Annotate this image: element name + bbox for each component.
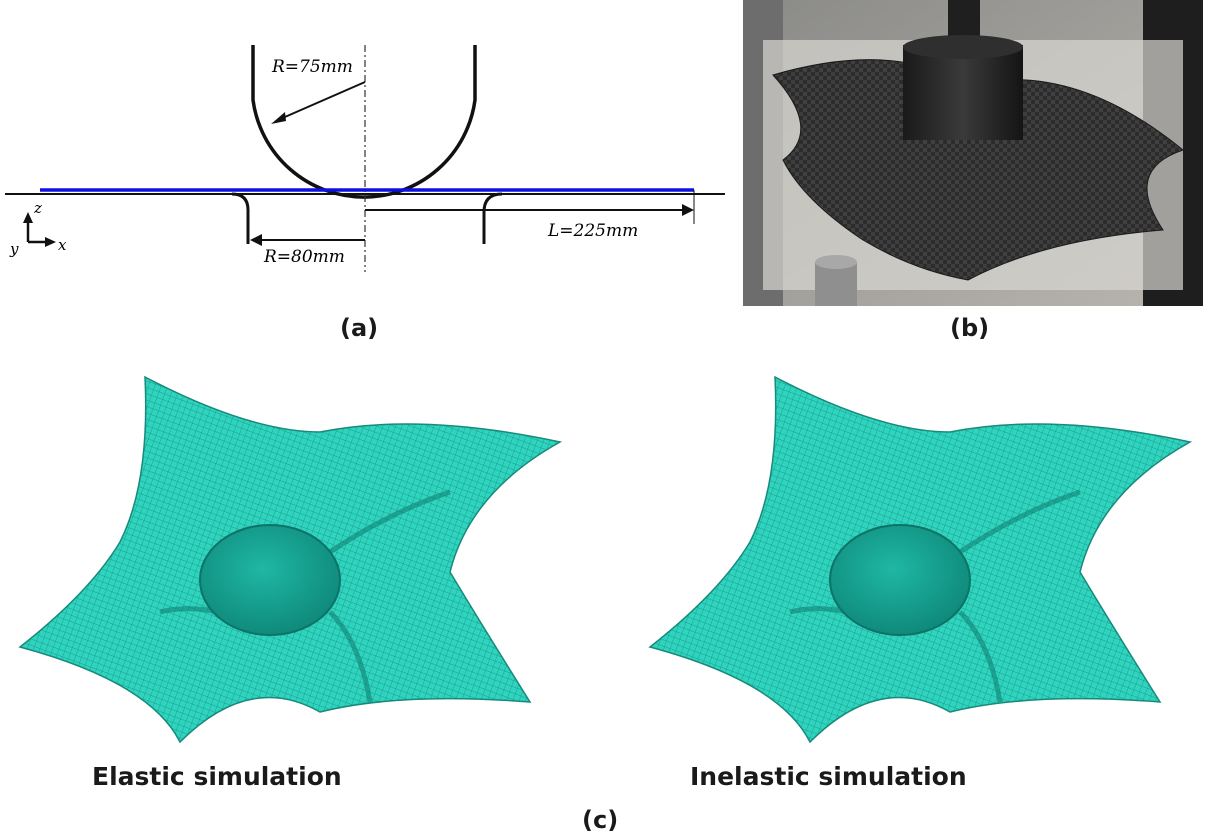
x-axis-arrowhead <box>45 237 56 247</box>
fold-shadow-3 <box>328 610 373 703</box>
experiment-photo <box>743 0 1203 306</box>
half-length-label: L=225mm <box>547 221 638 241</box>
die-radius-arrowhead <box>250 234 262 246</box>
inelastic-simulation-caption: Inelastic simulation <box>690 762 967 791</box>
forming-schematic: z x y R=75mm R=80mm L=225mm <box>5 45 725 272</box>
punch-radius-arrowhead <box>271 112 286 124</box>
fold-shadow-3 <box>958 610 1003 703</box>
punch-top <box>903 35 1023 59</box>
die-right-corner <box>482 192 503 244</box>
axis-z-label: z <box>33 199 42 217</box>
fold-shadow-2 <box>328 489 451 555</box>
guide-post <box>815 262 857 306</box>
z-axis-arrowhead <box>23 212 33 223</box>
panel-a-label: (a) <box>340 314 379 342</box>
fold-shadow-2 <box>958 489 1081 555</box>
dome-cavity <box>199 524 341 636</box>
guide-post-top <box>815 255 857 269</box>
inelastic-simulation-mesh <box>648 375 1193 744</box>
punch-radius-label: R=75mm <box>271 57 353 77</box>
elastic-simulation-caption: Elastic simulation <box>92 762 342 791</box>
punch-radius-arrow <box>277 81 366 121</box>
elastic-simulation-mesh <box>18 375 563 744</box>
dome-cavity <box>829 524 971 636</box>
hemispherical-punch <box>251 45 477 199</box>
panel-c-label: (c) <box>582 806 619 834</box>
panel-b-label: (b) <box>950 314 990 342</box>
die-radius-label: R=80mm <box>263 247 345 267</box>
half-length-arrowhead <box>682 204 694 216</box>
axis-x-label: x <box>58 236 67 254</box>
die-left-corner <box>231 192 250 244</box>
punch-cylinder <box>903 45 1023 140</box>
axis-y-label: y <box>9 240 19 258</box>
